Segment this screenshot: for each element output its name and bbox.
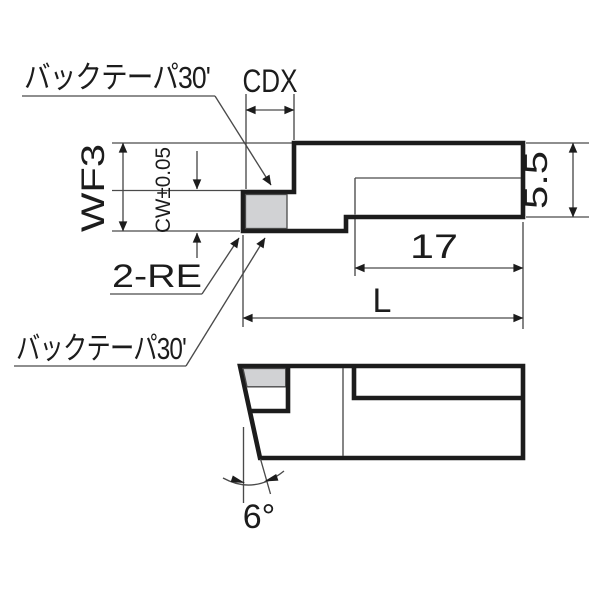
side-view-dimension-lines: [118, 105, 578, 323]
plan-view-flat-edges: [351, 366, 523, 401]
angle-slant-extension-line: [259, 458, 272, 495]
label-cdx: CDX: [243, 63, 298, 99]
angle-arc: [222, 470, 285, 486]
label-back-taper-top: バックテーパ30': [24, 60, 210, 95]
label-wf3: WF3: [75, 144, 111, 232]
plan-view-tool-outline: [237, 363, 526, 461]
side-view-tool-outline: [240, 140, 526, 234]
carbide-insert-plan-view: [242, 367, 287, 388]
label-55: 5.5: [518, 151, 554, 209]
label-cw-tolerance: CW±0.05: [152, 147, 175, 233]
side-view: バックテーパ30' CDX WF3 CW±0.05 2-RE バックテーパ30'…: [14, 60, 589, 367]
angle-arrow-left: [230, 475, 245, 483]
label-6deg: 6°: [243, 498, 276, 536]
side-view-leader-lines: [14, 95, 272, 367]
angle-annotation: 6°: [222, 427, 285, 536]
label-17: 17: [410, 228, 458, 266]
carbide-insert-side-view: [244, 193, 288, 230]
angle-arrow-right: [264, 474, 279, 482]
side-view-internal-step: [354, 177, 521, 215]
side-view-extension-lines: [112, 94, 589, 329]
label-L: L: [373, 282, 392, 320]
label-2re: 2-RE: [112, 258, 202, 294]
plan-view: 6°: [222, 363, 526, 536]
plan-view-pocket-edges: [250, 366, 291, 414]
leader-2re: [201, 237, 240, 295]
label-back-taper-bottom: バックテーパ30': [16, 331, 186, 366]
leader-back-taper-top: [214, 95, 272, 186]
leader-back-taper-bottom: [185, 237, 266, 367]
